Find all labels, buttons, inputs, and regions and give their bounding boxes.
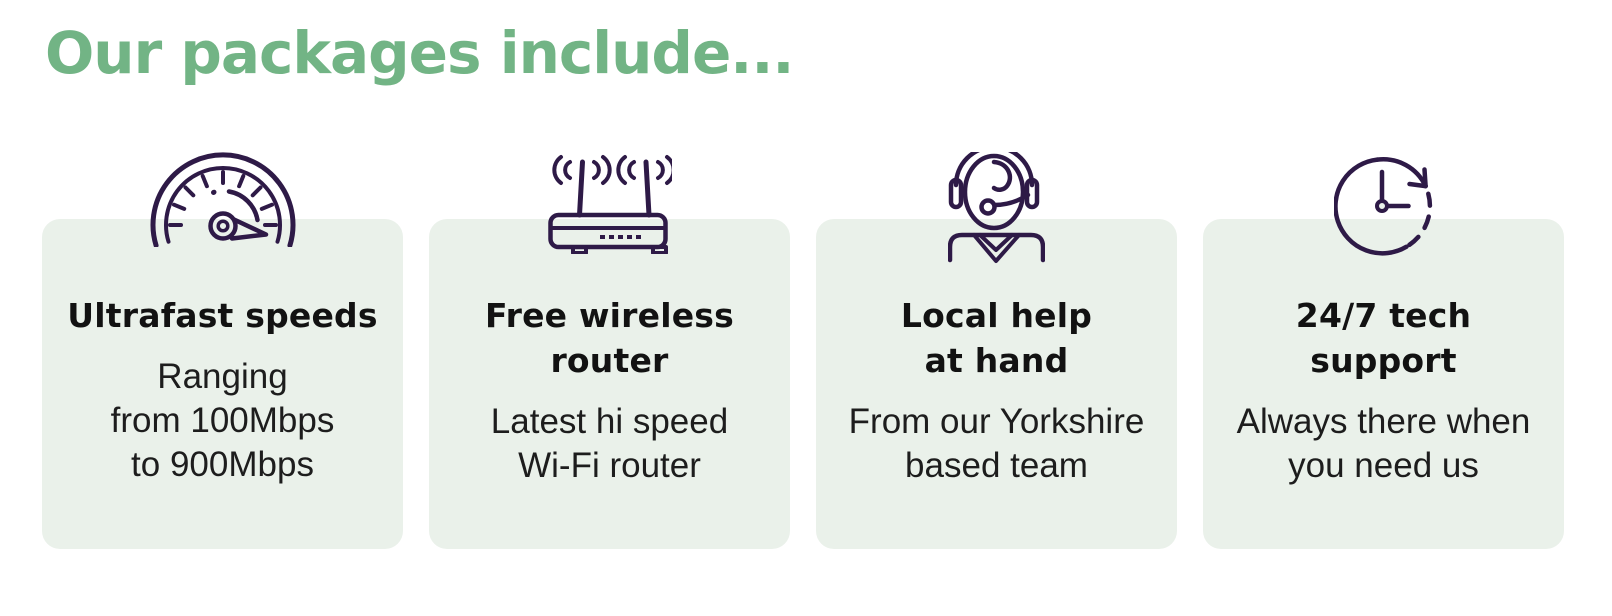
24-7-clock-icon [1203,152,1564,257]
headset-agent-icon [816,152,1177,264]
page-title: Our packages include... [45,19,794,87]
feature-card-free-wireless-router: Free wireless router Latest hi speed Wi-… [429,155,790,549]
card-title: Local help at hand [900,296,1093,380]
wireless-router-icon [429,152,790,254]
feature-card-local-help: Local help at hand From our Yorkshire ba… [816,152,1177,549]
card-description: From our Yorkshire based team [848,402,1145,485]
card-title: Ultrafast speeds [67,296,378,335]
card-title: 24/7 tech support [1295,296,1472,380]
card-description: Latest hi speed Wi-Fi router [490,402,729,485]
card-title: Free wireless router [485,296,734,380]
speedometer-icon [42,152,403,247]
card-description: Always there when you need us [1236,402,1531,485]
feature-card-247-support: 24/7 tech support Always there when you … [1203,156,1564,549]
card-description: Ranging from 100Mbps to 900Mbps [110,357,335,484]
feature-cards-row: Ultrafast speeds Ranging from 100Mbps to… [42,152,1612,549]
feature-card-ultrafast-speeds: Ultrafast speeds Ranging from 100Mbps to… [42,152,403,549]
